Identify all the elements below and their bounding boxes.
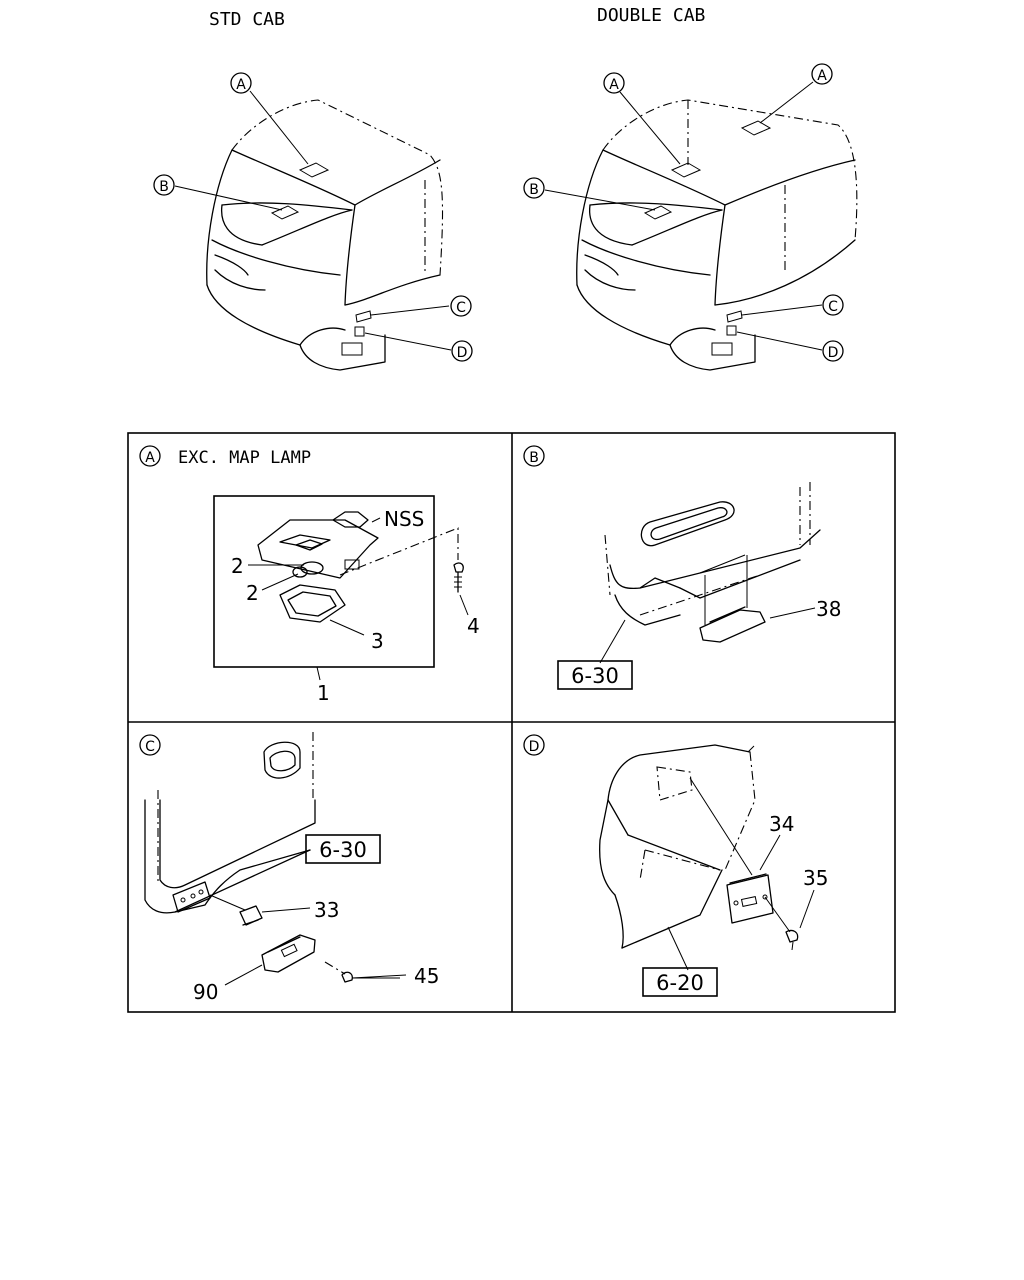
panel-a-letter: A: [145, 450, 155, 466]
panel-a-callout-1: 1: [317, 681, 330, 705]
panel-a-badge: [139, 445, 161, 467]
std-callout-a: [230, 72, 252, 94]
panel-a-title: EXC. MAP LAMP: [178, 448, 311, 468]
panel-c-ref-box: [305, 834, 381, 864]
panel-b-letter: B: [529, 450, 539, 466]
double-callout-a: [603, 72, 625, 94]
std-callout-b-text: B: [159, 179, 169, 195]
panel-d: D 34 35 6-20: [523, 734, 828, 997]
double-callout-c-text: C: [828, 299, 838, 315]
std-callout-a-text: A: [236, 77, 246, 93]
panel-a-callout-2a: 2: [231, 554, 244, 578]
panel-d-badge: [523, 734, 545, 756]
std-callout-c-text: C: [456, 300, 466, 316]
panel-a-nss: NSS: [384, 507, 424, 531]
std-callout-d-text: D: [457, 345, 468, 361]
double-cab-drawing: A A B C D: [523, 63, 858, 371]
panel-c: C 33 45 90 6-30: [139, 732, 439, 1004]
std-cab-drawing: A B C D: [153, 72, 473, 371]
panel-d-ref-box: [642, 967, 718, 997]
detail-grid: [127, 432, 896, 1013]
double-callout-d-text: D: [828, 345, 839, 361]
panel-c-badge: [139, 734, 161, 756]
panel-a-callout-3: 3: [371, 629, 384, 653]
double-callout-b: [523, 177, 545, 199]
double-callout-b-text: B: [529, 182, 539, 198]
panel-b: B 38 6-30: [523, 445, 841, 690]
panel-b-callout-38: 38: [816, 597, 841, 621]
double-callout-a2-text: A: [817, 68, 827, 84]
double-callout-a2: [811, 63, 833, 85]
std-cab-label: STD CAB: [209, 9, 285, 30]
double-callout-d: [822, 340, 844, 362]
panel-b-ref-box: [557, 660, 633, 690]
std-callout-b: [153, 174, 175, 196]
panel-c-callout-90: 90: [193, 980, 218, 1004]
double-callout-c: [822, 294, 844, 316]
panel-b-ref: 6-30: [571, 664, 619, 688]
double-cab-label: DOUBLE CAB: [597, 5, 705, 26]
std-callout-d: [451, 340, 473, 362]
double-callout-a-text: A: [609, 77, 619, 93]
panel-c-callout-45: 45: [414, 964, 439, 988]
panel-d-callout-35: 35: [803, 866, 828, 890]
panel-d-ref: 6-20: [656, 971, 704, 995]
panel-c-letter: C: [145, 739, 155, 755]
std-callout-c: [450, 295, 472, 317]
panel-c-callout-33: 33: [314, 898, 339, 922]
panel-d-letter: D: [529, 739, 540, 755]
panel-a-callout-2b: 2: [246, 581, 259, 605]
panel-a-inset-frame: [213, 495, 435, 668]
panel-a: A EXC. MAP LAMP NSS 2 2 3 4 1: [139, 445, 480, 705]
panel-a-callout-4: 4: [467, 614, 480, 638]
panel-b-badge: [523, 445, 545, 467]
panel-c-ref: 6-30: [319, 838, 367, 862]
panel-d-callout-34: 34: [769, 812, 794, 836]
